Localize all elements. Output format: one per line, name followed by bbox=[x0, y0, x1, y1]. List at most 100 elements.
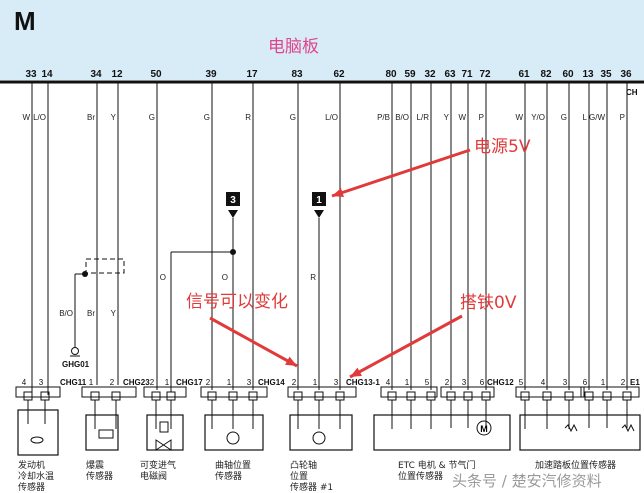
connector-housing bbox=[380, 386, 438, 398]
connector-housing bbox=[515, 386, 585, 398]
pin-terminal bbox=[23, 391, 33, 401]
sensor-label: 曲轴位置 bbox=[215, 459, 251, 471]
connector-group-7: 5 4 3 加速踏板位置传感器 bbox=[515, 378, 641, 471]
arrow-ground bbox=[349, 314, 463, 379]
pin-terminal bbox=[542, 391, 552, 401]
pin-terminal bbox=[387, 391, 397, 401]
pin-terminal bbox=[520, 391, 530, 401]
pin-number-34: 34 bbox=[90, 69, 102, 80]
annotation-signal: 信号可以变化 bbox=[186, 292, 288, 312]
wire-color-label: R bbox=[245, 113, 251, 122]
wire-color-label: W bbox=[458, 113, 466, 122]
pin-number-12: 12 bbox=[111, 69, 123, 80]
pin-terminal bbox=[314, 391, 324, 401]
cam-sensor-icon bbox=[312, 431, 326, 445]
sensor-label: 爆震 bbox=[86, 459, 104, 471]
wire-color-label: Y bbox=[111, 113, 117, 122]
sensor-label: ETC 电机 & 节气门 bbox=[398, 459, 476, 471]
pin-number-61: 61 bbox=[518, 69, 530, 80]
connector-id: CHG23 bbox=[123, 378, 150, 387]
pin-terminal bbox=[602, 391, 612, 401]
connector-pin-number: 3 bbox=[563, 378, 568, 387]
annotation-power: 电源5V bbox=[474, 137, 531, 157]
wire-color-label: O bbox=[160, 273, 166, 282]
arrow-head-icon bbox=[350, 367, 362, 377]
module-letter: M bbox=[14, 6, 36, 36]
wire-color-label: Y bbox=[444, 113, 450, 122]
connector-pin-number: 4 bbox=[22, 378, 27, 387]
pin-number-72: 72 bbox=[479, 69, 491, 80]
connector-housing bbox=[200, 386, 268, 398]
pin-number-82: 82 bbox=[540, 69, 552, 80]
sensor-label: 可变进气 bbox=[140, 459, 176, 471]
pin-number-33: 33 bbox=[25, 69, 37, 80]
connector-pin-number: 1 bbox=[601, 378, 606, 387]
connector-housing bbox=[440, 386, 495, 398]
wire-color-label: G bbox=[290, 113, 296, 122]
pin-terminal bbox=[207, 391, 217, 401]
connector-pin-number: 1 bbox=[227, 378, 232, 387]
arrow-head-icon bbox=[285, 356, 297, 366]
pin-number-36: 36 bbox=[620, 69, 632, 80]
ground-label: GHG01 bbox=[62, 360, 90, 369]
connector-marker-3 bbox=[226, 192, 240, 206]
connector-pin-number: 5 bbox=[425, 378, 430, 387]
sensor-label: 传感器 bbox=[215, 470, 242, 482]
sensor-label: 发动机 bbox=[18, 459, 45, 471]
pin-terminal bbox=[166, 391, 176, 401]
connector-pin-number: 4 bbox=[541, 378, 546, 387]
connector-pin-number: 2 bbox=[206, 378, 211, 387]
sensor-label: 冷却水温 bbox=[18, 470, 54, 482]
connector-id: CHG13-1 bbox=[346, 378, 380, 387]
sensor-label: 加速踏板位置传感器 bbox=[535, 459, 616, 471]
pin-number-13: 13 bbox=[582, 69, 594, 80]
pin-number-14: 14 bbox=[41, 69, 53, 80]
connector-pin-number: 6 bbox=[480, 378, 485, 387]
connector-pin-number: 1 bbox=[405, 378, 410, 387]
pin-number-35: 35 bbox=[600, 69, 612, 80]
pin-number-39: 39 bbox=[205, 69, 217, 80]
sensor-body bbox=[146, 414, 184, 451]
sensor-label: 电磁阀 bbox=[140, 470, 167, 482]
sensor-body bbox=[204, 414, 264, 451]
pin-number-50: 50 bbox=[150, 69, 162, 80]
pin-terminal bbox=[248, 391, 258, 401]
pin-terminal bbox=[564, 391, 574, 401]
sensor-body bbox=[17, 409, 59, 456]
sensor-label: 传感器 #1 bbox=[290, 481, 333, 493]
wire-color-label: P bbox=[479, 113, 484, 122]
connector-pin-number: 2 bbox=[621, 378, 626, 387]
wire-color-label: G/W bbox=[589, 113, 605, 122]
connector-pin-number: 4 bbox=[386, 378, 391, 387]
wire-color-label: Y bbox=[111, 309, 117, 318]
connector-housing bbox=[15, 386, 61, 398]
pin-terminal bbox=[584, 391, 594, 401]
arrow-down-icon bbox=[228, 210, 238, 218]
marker-number: 3 bbox=[230, 195, 236, 206]
connector-pin-number: 1 bbox=[165, 378, 170, 387]
pin-number-80: 80 bbox=[385, 69, 397, 80]
potentiometer-icon bbox=[621, 423, 635, 433]
connector-id: CHG12 bbox=[487, 378, 514, 387]
wire-color-label: Br bbox=[87, 309, 95, 318]
connector-id: E1 bbox=[630, 378, 640, 387]
motor-icon bbox=[476, 420, 492, 436]
pin-terminal bbox=[406, 391, 416, 401]
connector-pin-number: 2 bbox=[150, 378, 155, 387]
pin-terminal bbox=[151, 391, 161, 401]
connector-housing bbox=[81, 386, 137, 398]
wire-color-label: L bbox=[583, 113, 588, 122]
solenoid-valve-icon bbox=[155, 439, 172, 451]
connector-pin-number: 1 bbox=[89, 378, 94, 387]
connector-pin-number: 5 bbox=[519, 378, 524, 387]
connector-pin-number: 3 bbox=[462, 378, 467, 387]
wire-color-label: Br bbox=[87, 113, 95, 122]
